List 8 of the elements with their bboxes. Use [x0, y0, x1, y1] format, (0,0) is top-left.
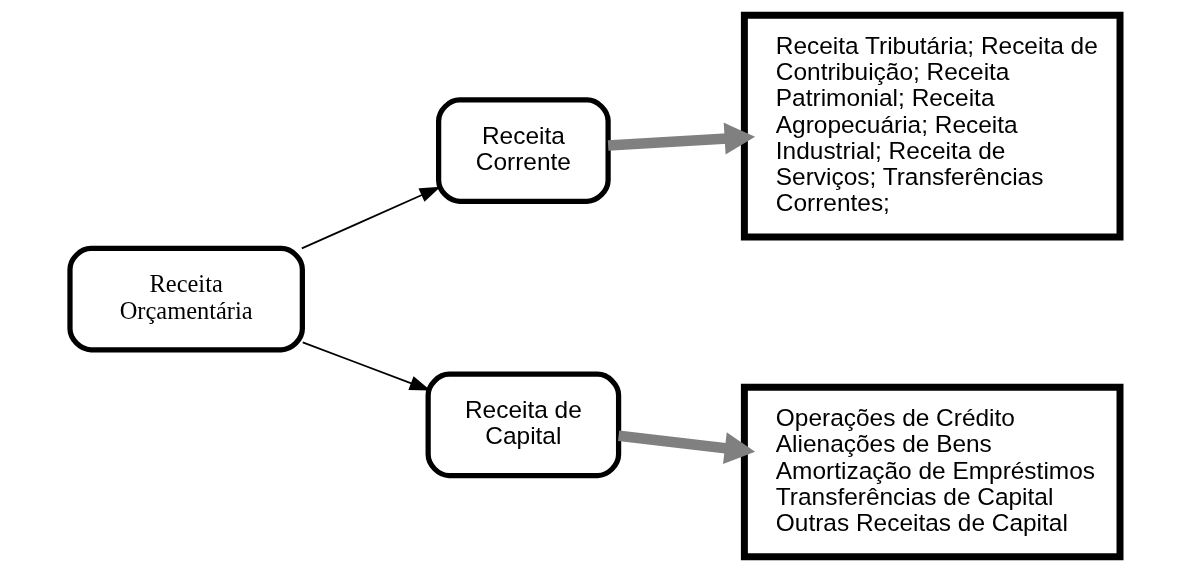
node-box: Receita de Capital: [425, 371, 621, 479]
node-box: Operações de Crédito Alienações de Bens Amortização de Empréstimos Transferências de Capital Outras Receitas de Capital: [740, 383, 1123, 561]
arrow: [617, 430, 755, 465]
arrow: [300, 186, 441, 250]
node-box: Receita Orçamentária: [66, 245, 305, 353]
node-box: Receita Corrente: [435, 97, 611, 204]
node-box: Receita Tributária; Receita de Contribuição; Receita Patrimonial; Receita Agropecuária; Receita Industrial; Receita de Serviços; Transferências Correntes;: [740, 11, 1123, 241]
arrow: [607, 122, 755, 155]
